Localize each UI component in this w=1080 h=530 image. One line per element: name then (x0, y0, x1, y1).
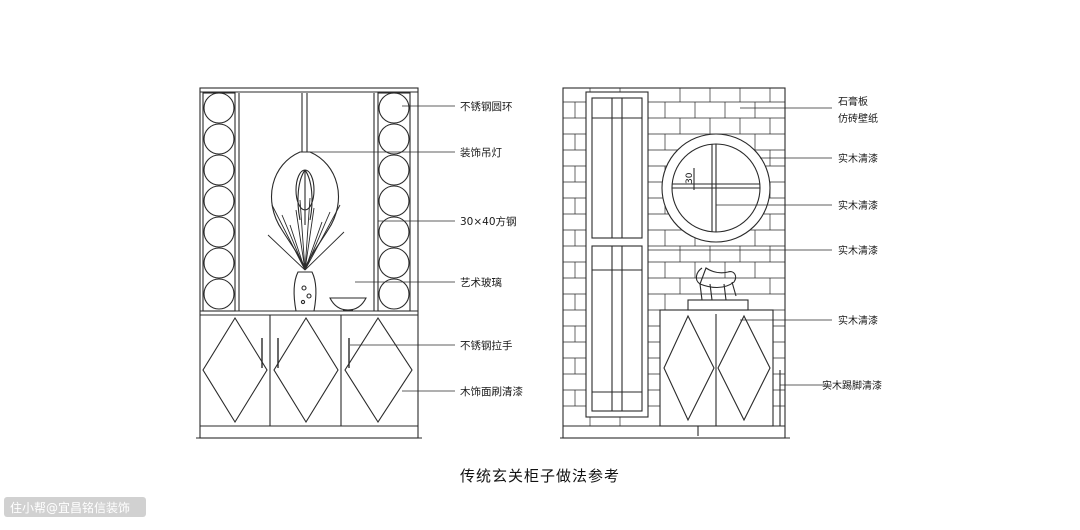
label-solid-wood-2: 实木清漆 (838, 199, 878, 212)
label-solid-wood-4: 实木清漆 (838, 314, 878, 327)
right-stainless-rings (378, 92, 410, 310)
left-stainless-rings (203, 92, 235, 310)
left-leader-lines (308, 105, 455, 392)
horse-figurine (695, 267, 737, 301)
right-leader-lines (648, 107, 832, 386)
label-stainless-ring: 不锈钢圆环 (460, 100, 513, 113)
right-labels: 石膏板 仿砖壁纸 实木清漆 实木清漆 实木清漆 实木清漆 实木踢脚清漆 (822, 95, 882, 392)
label-brick-wallpaper: 仿砖壁纸 (838, 112, 878, 125)
watermark-text: 住小帮@宜昌铭信装饰 (10, 500, 130, 515)
left-lower-doors (200, 315, 418, 427)
label-wood-veneer: 木饰面刷清漆 (460, 385, 523, 398)
label-wood-skirting: 实木踢脚清漆 (822, 379, 882, 392)
left-labels: 不锈钢圆环 装饰吊灯 30×40方钢 艺术玻璃 不锈钢拉手 木饰面刷清漆 (460, 100, 523, 398)
label-stainless-handle: 不锈钢拉手 (460, 339, 513, 352)
right-cabinet (659, 299, 781, 436)
label-square-steel: 30×40方钢 (460, 215, 517, 228)
bowl (329, 297, 367, 311)
figure-caption: 传统玄关柜子做法参考 (460, 467, 620, 485)
dimension-label: 30 (685, 172, 695, 184)
round-window (661, 133, 771, 243)
vase (293, 271, 317, 312)
solid-wood-frame (585, 91, 649, 418)
right-wall (560, 87, 832, 439)
label-solid-wood-3: 实木清漆 (838, 244, 878, 257)
label-gypsum-board: 石膏板 (838, 95, 868, 108)
label-art-glass: 艺术玻璃 (460, 276, 502, 289)
left-cabinet (196, 87, 455, 439)
label-pendant-lamp: 装饰吊灯 (460, 146, 502, 159)
watermark: 住小帮@宜昌铭信装饰 (4, 497, 146, 517)
art-glass-branches (267, 197, 345, 271)
label-solid-wood-1: 实木清漆 (838, 152, 878, 165)
